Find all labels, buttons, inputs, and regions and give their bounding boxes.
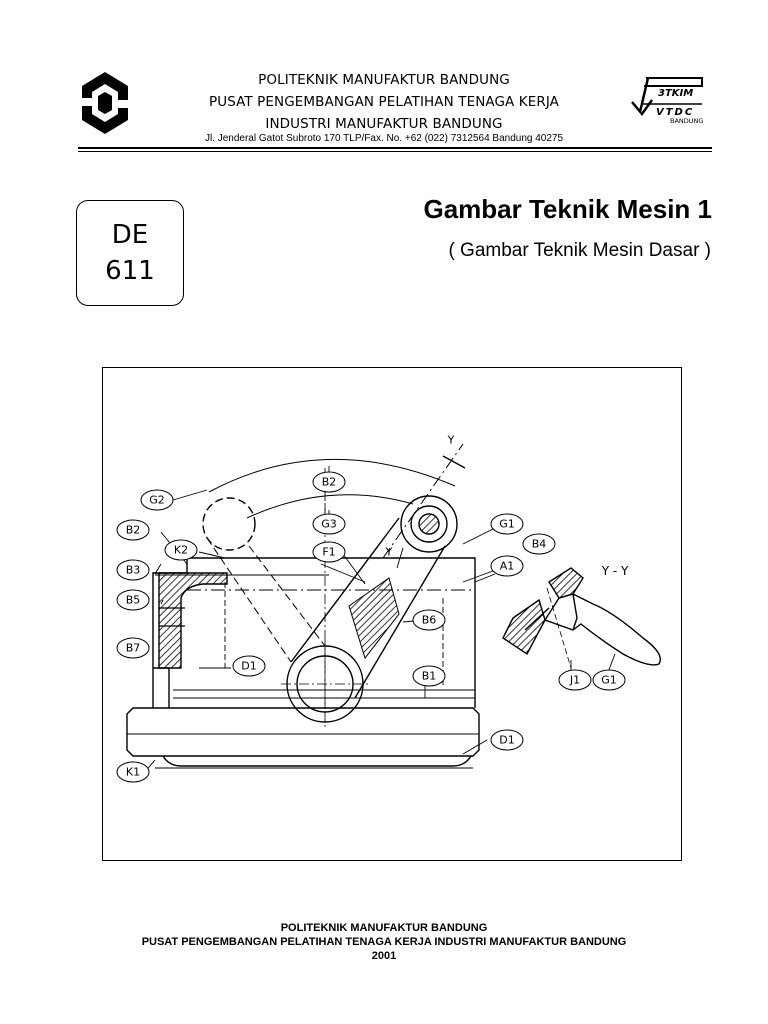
label-y-top: Y <box>447 434 455 447</box>
label-b2-top: B2 <box>322 476 337 489</box>
label-b3: B3 <box>126 564 141 577</box>
module-code-line-2: 611 <box>105 256 155 286</box>
label-g3: G3 <box>321 518 337 531</box>
module-code-line-1: DE <box>111 220 149 250</box>
label-d1-left: D1 <box>241 660 256 673</box>
header-rule-thick <box>78 147 712 149</box>
label-g1-section: G1 <box>601 674 617 687</box>
technical-drawing: Y G2 B2 G3 G1 B4 B2 K2 F1 Y A1 Y - Y B3 … <box>116 434 661 783</box>
label-b2-left: B2 <box>126 524 141 537</box>
page-subtitle: ( Gambar Teknik Mesin Dasar ) <box>448 240 711 261</box>
label-g1-main: G1 <box>499 518 515 531</box>
footer-line-3: 2001 <box>371 950 397 962</box>
label-b5: B5 <box>126 594 141 607</box>
label-y-mid: Y <box>385 546 393 559</box>
header-line-1: POLITEKNIK MANUFAKTUR BANDUNG <box>258 72 510 88</box>
vtdc-logo-bottom-text: BANDUNG <box>670 117 703 125</box>
header-line-2: PUSAT PENGEMBANGAN PELATIHAN TENAGA KERJ… <box>208 94 560 110</box>
vtdc-logo-top-text: 3TKIM <box>658 88 693 99</box>
left-boss-hatched <box>158 572 228 669</box>
label-b6: B6 <box>422 614 437 627</box>
arm-end-circle-outer <box>400 495 458 553</box>
label-section-y-y: Y - Y <box>601 564 629 578</box>
label-a1: A1 <box>500 560 515 573</box>
module-code-box: DE 611 <box>76 200 184 306</box>
swing-arc-dimension <box>208 458 456 493</box>
base-plate <box>126 707 480 757</box>
page-title: Gambar Teknik Mesin 1 <box>423 194 712 224</box>
main-body <box>152 557 476 708</box>
cutting-plane-line <box>382 443 464 559</box>
label-f1: F1 <box>322 546 335 559</box>
header-rule-thin <box>78 151 712 152</box>
label-k1: K1 <box>126 766 140 779</box>
polman-logo <box>80 72 130 134</box>
header-line-3: INDUSTRI MANUFAKTUR BANDUNG <box>265 116 503 132</box>
label-b7: B7 <box>126 642 141 655</box>
label-g2: G2 <box>149 494 165 507</box>
label-d1-right: D1 <box>499 734 514 747</box>
technical-drawing-frame: Y G2 B2 G3 G1 B4 B2 K2 F1 Y A1 Y - Y B3 … <box>102 367 682 861</box>
header-address: Jl. Jenderal Gatot Subroto 170 TLP/Fax. … <box>204 133 564 144</box>
label-b1: B1 <box>422 670 437 683</box>
phantom-arm-circle <box>202 497 256 551</box>
footer-line-2: PUSAT PENGEMBANGAN PELATIHAN TENAGA KERJ… <box>141 936 627 948</box>
label-j1: J1 <box>569 674 580 687</box>
lever-arm <box>290 517 446 699</box>
label-b4: B4 <box>532 538 547 551</box>
vtdc-logo-middle-text: VTDC <box>656 107 694 118</box>
section-y-y <box>502 567 661 669</box>
label-k2: K2 <box>174 544 188 557</box>
vtdc-logo: 3TKIM VTDC BANDUNG <box>631 77 703 125</box>
footer-line-1: POLITEKNIK MANUFAKTUR BANDUNG <box>280 922 488 934</box>
